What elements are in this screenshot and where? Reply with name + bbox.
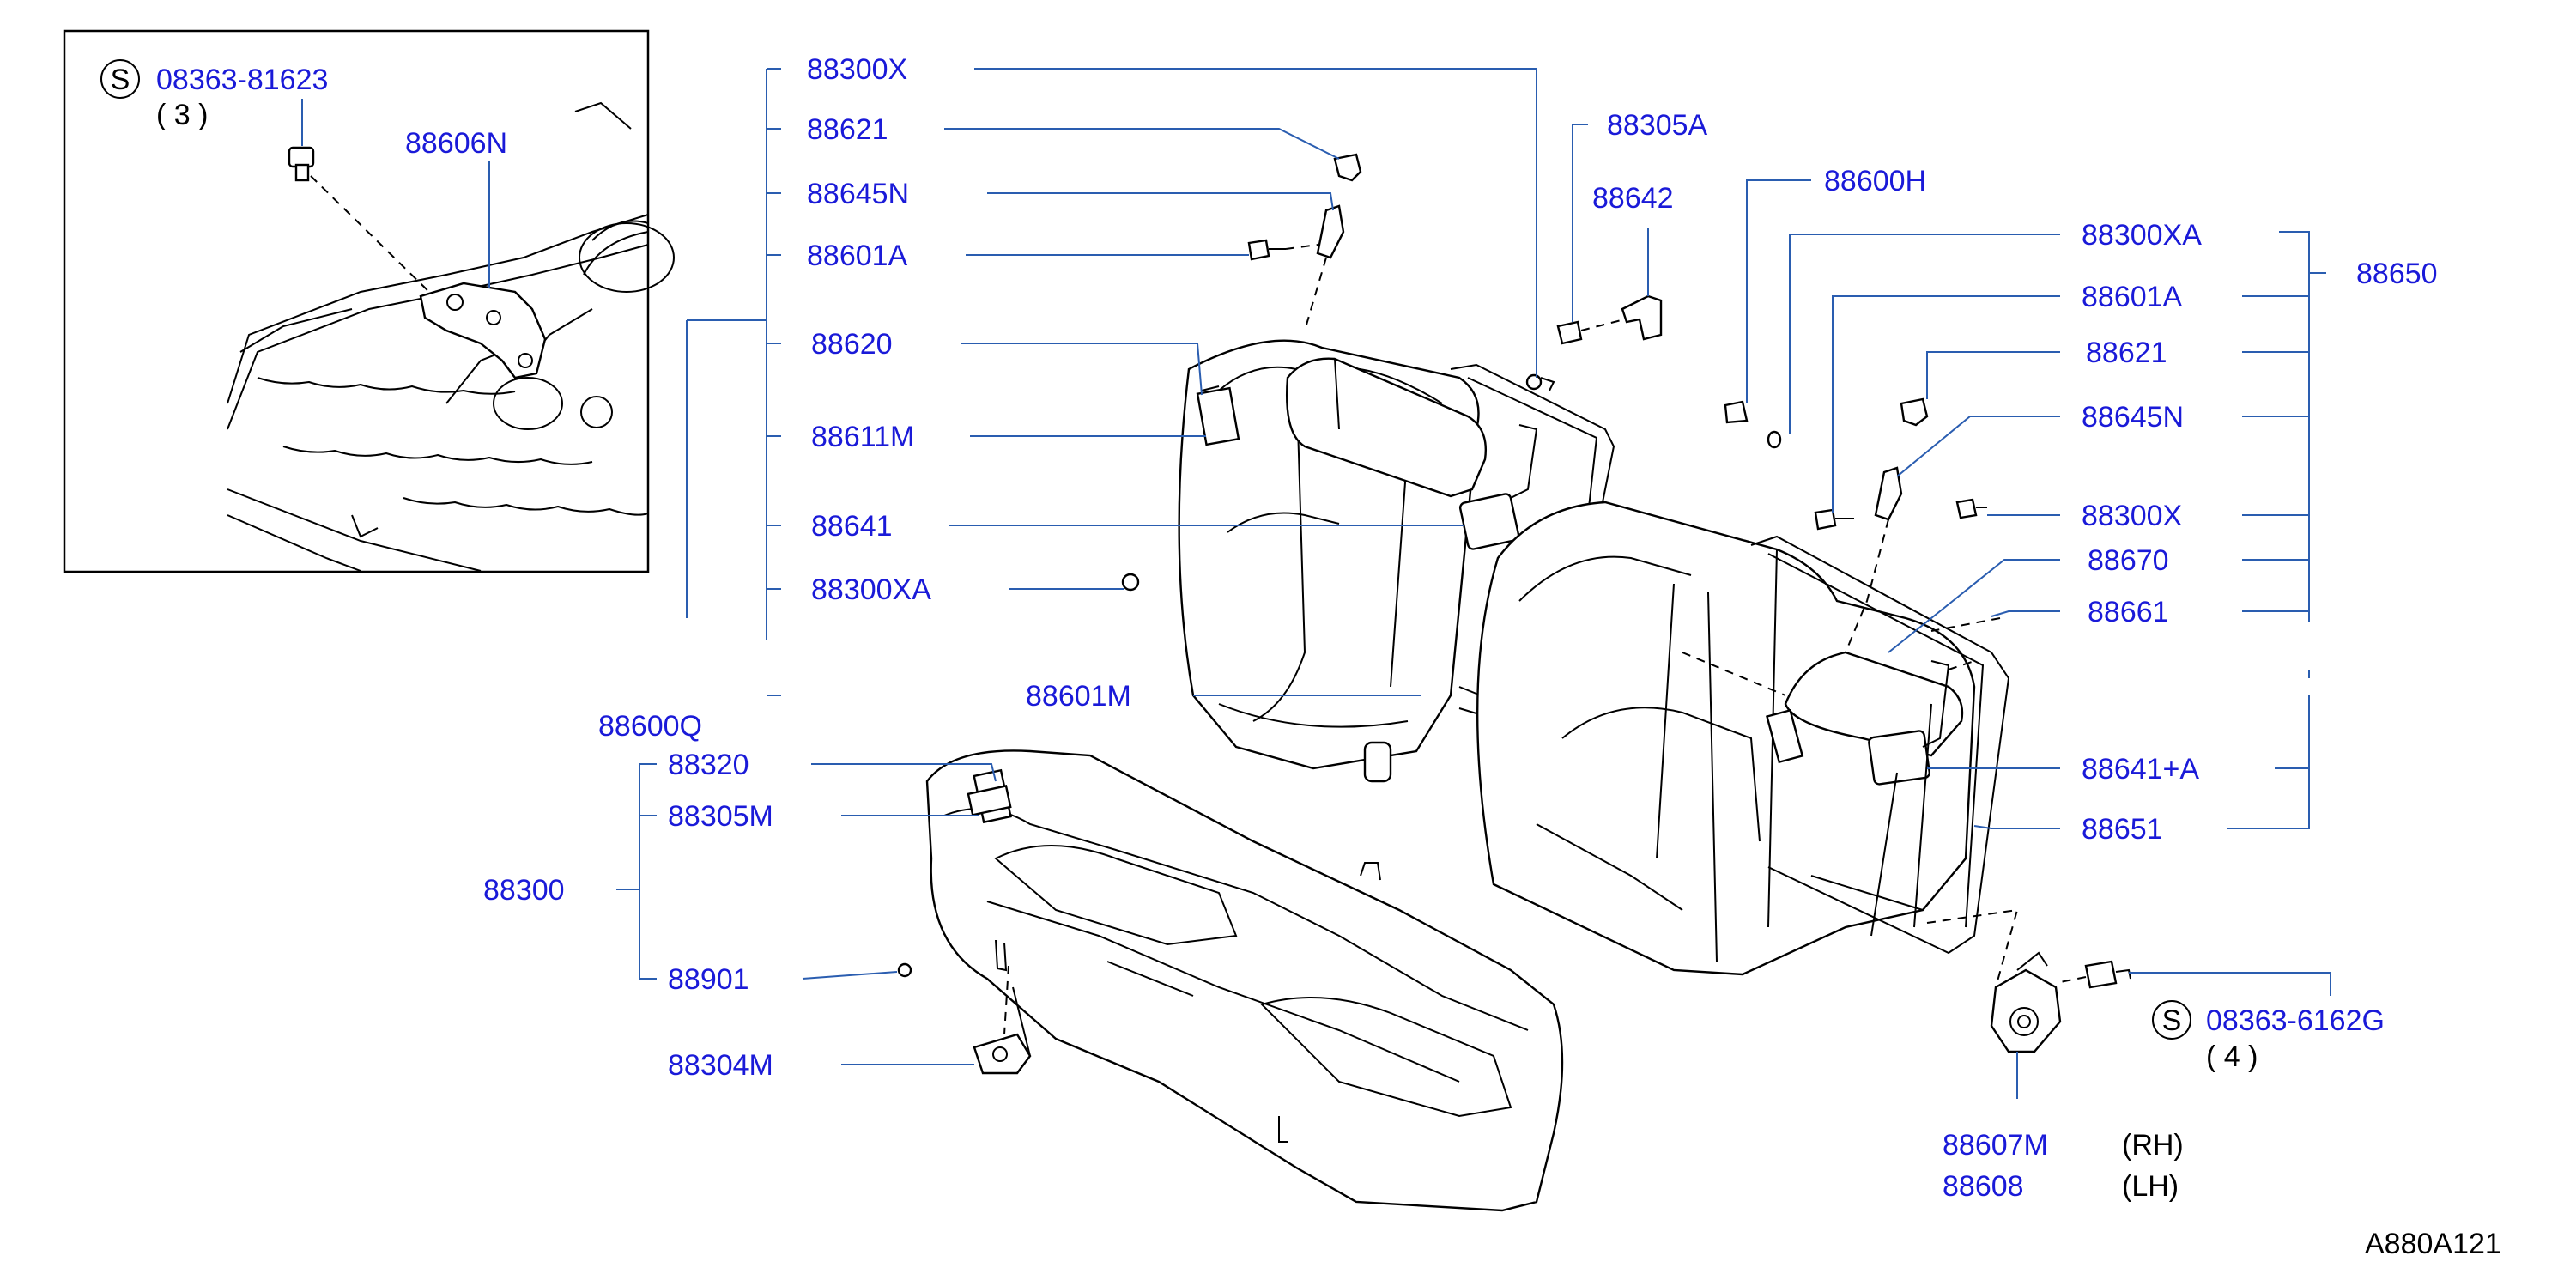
recliner-88607m <box>1990 968 2062 1053</box>
label-88601m: 88601M <box>1026 680 1131 713</box>
label-88641: 88641 <box>811 510 893 543</box>
label-88304m: 88304M <box>668 1049 773 1082</box>
side-lh: (LH) <box>2122 1170 2179 1203</box>
label-88320: 88320 <box>668 749 749 781</box>
seat-cushion <box>925 749 1564 1212</box>
label-88641a: 88641+A <box>2082 753 2199 786</box>
label-88645n-b: 88645N <box>2082 401 2184 434</box>
label-88661: 88661 <box>2088 596 2169 628</box>
bolt-88305a <box>1556 320 1583 345</box>
label-88651: 88651 <box>2082 813 2163 846</box>
label-88621-b: 88621 <box>2086 337 2167 369</box>
side-rh: (RH) <box>2122 1129 2184 1162</box>
bracket-88642 <box>1621 294 1663 341</box>
leader-lines <box>616 68 2331 1099</box>
floor-pan-sketch <box>227 101 675 572</box>
label-88601a-b: 88601A <box>2082 281 2183 313</box>
label-88650: 88650 <box>2356 258 2438 290</box>
bracket-88606n <box>419 282 547 379</box>
callout-right: S 08363-6162G ( 4 ) <box>2152 1000 2385 1073</box>
screw-88601a-b <box>1814 508 1837 531</box>
callout-right-part: 08363-6162G <box>2206 1004 2385 1037</box>
inset-callout-symbol: S <box>111 64 130 96</box>
inset-callout-part: 08363-81623 <box>156 64 328 96</box>
label-88901: 88901 <box>668 963 749 996</box>
part-labels: 88300X 88621 88645N 88601A 88620 88611M … <box>483 53 2438 1203</box>
label-88642: 88642 <box>1592 182 1674 215</box>
inset-detail: S 08363-81623 ( 3 ) 88606N <box>63 29 675 573</box>
clip-88621-a <box>1333 153 1362 182</box>
label-88300x-b: 88300X <box>2082 500 2182 532</box>
small-parts <box>897 153 2131 1053</box>
label-88620: 88620 <box>811 328 893 361</box>
hinge-88645n-b <box>1874 466 1903 521</box>
screw-88601a-a <box>1247 239 1270 261</box>
label-88300: 88300 <box>483 874 565 907</box>
seatback-right <box>1476 500 2010 976</box>
label-88300xa-a: 88300XA <box>811 573 931 606</box>
bolt-88300x-b <box>1955 498 1978 519</box>
label-88600h: 88600H <box>1824 165 1926 197</box>
label-88607m: 88607M <box>1943 1129 2048 1162</box>
callout-right-symbol: S <box>2162 1004 2182 1037</box>
label-88305m: 88305M <box>668 800 773 833</box>
label-88606n: 88606N <box>405 127 507 160</box>
label-88621-a: 88621 <box>807 113 888 146</box>
label-88608: 88608 <box>1943 1170 2024 1203</box>
label-88601a-a: 88601A <box>807 240 908 272</box>
clip-88621-b <box>1900 397 1929 427</box>
inset-callout-qty: ( 3 ) <box>156 99 208 131</box>
bolt-08363-6162g <box>2084 960 2118 989</box>
label-88305a: 88305A <box>1607 109 1708 142</box>
callout-right-qty: ( 4 ) <box>2206 1040 2258 1073</box>
label-88645n-a: 88645N <box>807 178 909 210</box>
seatback-left <box>1178 339 1615 783</box>
label-88600q: 88600Q <box>598 710 702 743</box>
plug-88600h <box>1724 400 1749 424</box>
label-88670: 88670 <box>2088 544 2169 577</box>
hinge-88645n-a <box>1316 204 1345 259</box>
bolt-icon <box>288 146 315 182</box>
label-88611m: 88611M <box>811 421 914 453</box>
figure-code: A880A121 <box>2365 1228 2501 1260</box>
label-88300xa-b: 88300XA <box>2082 219 2202 252</box>
label-88300x-a: 88300X <box>807 53 907 86</box>
